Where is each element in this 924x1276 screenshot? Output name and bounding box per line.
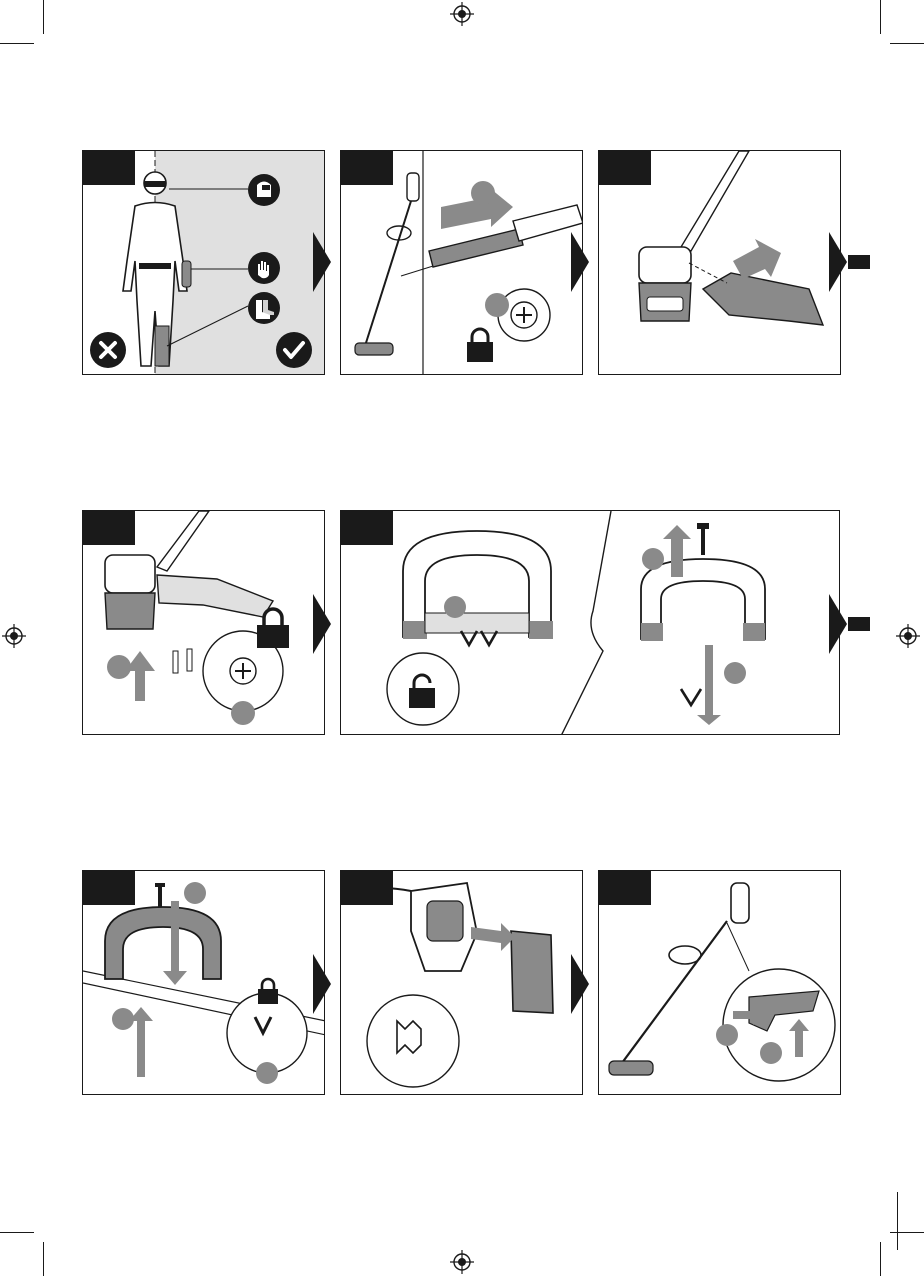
lock-icon [465,327,495,363]
registration-mark-icon [450,2,474,26]
next-step-arrow-icon [313,232,331,292]
step-tab [598,150,651,185]
panel-handle-release [340,510,840,735]
crop-mark [880,0,881,34]
panel-guard-screws [82,510,325,735]
boots-icon [247,291,281,325]
step-tab [340,870,393,905]
check-icon [275,331,313,369]
next-step-arrow-icon [313,594,331,654]
lock-icon [255,607,291,649]
crop-mark [43,1242,44,1276]
lock-icon [257,977,279,1005]
next-step-arrow-icon [829,232,847,292]
goggles-ear-icon [247,173,281,207]
panel-ppe [82,150,325,375]
cross-icon [89,331,127,369]
panel-battery-insert [340,870,583,1095]
continue-marker [848,255,870,269]
step-tab [82,510,135,545]
step-tab [340,150,393,185]
continue-marker [848,617,870,631]
panel-trigger [598,870,841,1095]
unlock-icon [407,673,437,709]
next-step-arrow-icon [571,232,589,292]
step-tab [82,150,135,185]
next-step-arrow-icon [829,594,847,654]
registration-mark-icon [2,624,26,648]
panel-shaft-assembly [340,150,583,375]
next-step-arrow-icon [313,954,331,1014]
crop-mark [0,1232,34,1233]
step-tab [340,510,393,545]
step-tab [82,870,135,905]
next-step-arrow-icon [571,954,589,1014]
panel-guard-fit [598,150,841,375]
crop-mark [890,43,924,44]
crop-mark [880,1242,881,1276]
panel-handle-fit [82,870,325,1095]
crop-mark [43,0,44,34]
page-number [897,1192,910,1250]
registration-mark-icon [896,624,920,648]
gloves-icon [247,251,281,285]
registration-mark-icon [450,1250,474,1274]
crop-mark [0,43,34,44]
step-tab [598,870,651,905]
